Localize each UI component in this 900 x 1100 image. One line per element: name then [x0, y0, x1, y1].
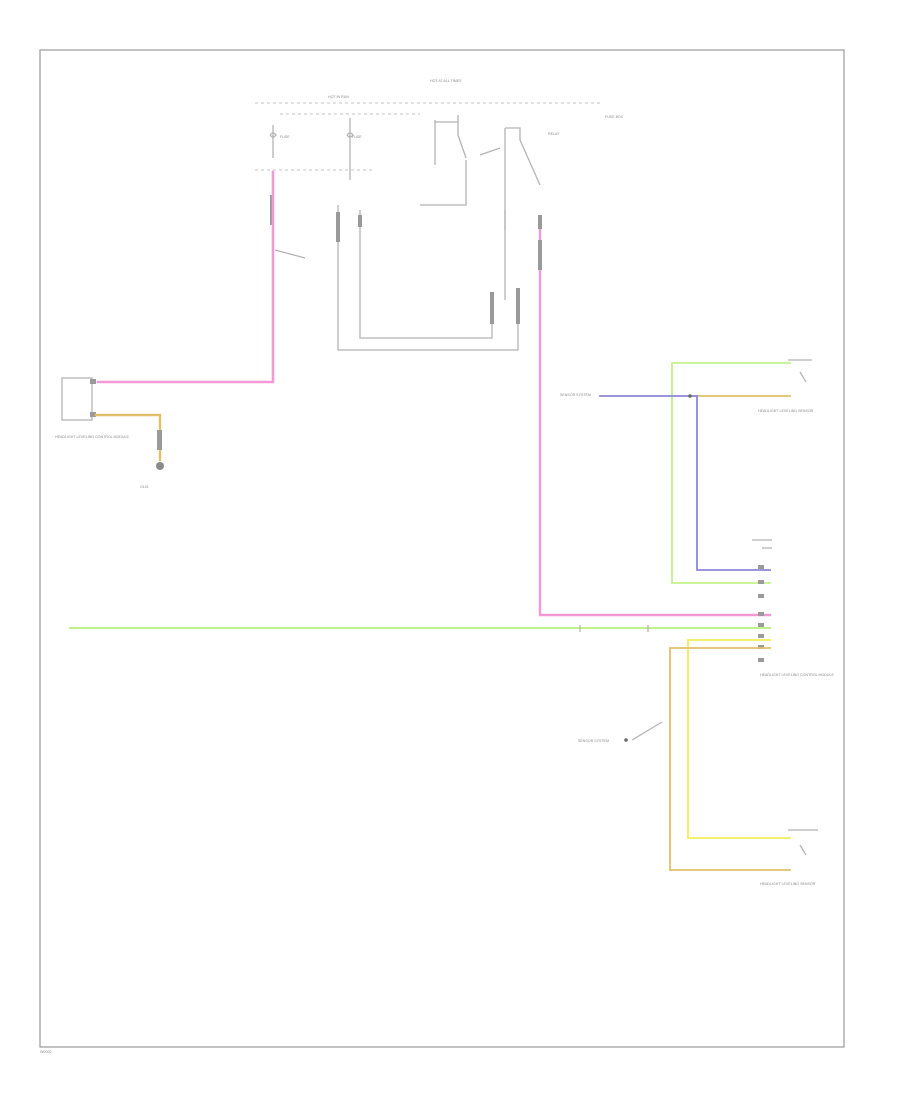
label-fuse-box: FUSE BOX — [605, 115, 624, 119]
wire-green-right-loop — [671, 362, 791, 584]
connector-terminal — [538, 215, 542, 229]
ground-symbol — [156, 462, 164, 470]
label-right-top-component: HEADLIGHT LEVELING SENSOR — [758, 409, 814, 413]
label-relay: RELAY — [548, 132, 560, 136]
relay-symbol — [420, 115, 541, 230]
wire-gray-loop-inner — [359, 210, 493, 339]
wire-tan-bottom — [669, 647, 791, 871]
sensor-switch-top — [788, 359, 812, 383]
ground-connector — [157, 430, 162, 450]
wire-pink-right — [538, 226, 772, 617]
wire-pink-left — [96, 170, 275, 384]
fuse-a-symbol — [269, 125, 277, 158]
wire-gray-loop-left — [337, 205, 519, 351]
connector-terminal — [358, 215, 362, 227]
center-connector-block — [758, 565, 764, 662]
label-sensor-system-top: SENSOR SYSTEM — [560, 393, 591, 397]
connector-terminal — [336, 212, 340, 242]
sensor-switch-bottom — [788, 829, 818, 856]
label-left-component: HEADLIGHT LEVELING CONTROL MODULE — [55, 435, 129, 439]
wire-tap — [274, 249, 306, 259]
connector-terminal — [490, 292, 494, 324]
label-center-component: HEADLIGHT LEVELING CONTROL MODULE — [760, 673, 834, 677]
diagram-frame — [39, 49, 845, 1048]
label-fuse-a: FUSE — [280, 135, 290, 139]
splice-dot — [688, 394, 692, 398]
label-hot-at-all-times: HOT AT ALL TIMES — [430, 79, 462, 83]
label-hot-in-run: HOT IN RUN — [328, 95, 349, 99]
connector-terminal — [516, 288, 520, 324]
left-component — [61, 377, 96, 421]
label-ground: G101 — [140, 485, 149, 489]
label-right-bottom-component: HEADLIGHT LEVELING SENSOR — [760, 882, 816, 886]
mid-right-symbol — [752, 539, 772, 549]
wire-yellow-bottom — [687, 639, 791, 839]
fuse-b-symbol — [346, 118, 354, 180]
wire-blue-sensor — [599, 395, 771, 571]
sensor-ref-dot — [624, 738, 628, 742]
connector-terminal — [538, 240, 542, 270]
sensor-ref-line — [631, 721, 663, 741]
footer-code: W0000 — [40, 1050, 51, 1054]
label-sensor-system-bottom: SENSOR SYSTEM — [578, 739, 609, 743]
label-fuse-b: FUSE — [352, 135, 362, 139]
